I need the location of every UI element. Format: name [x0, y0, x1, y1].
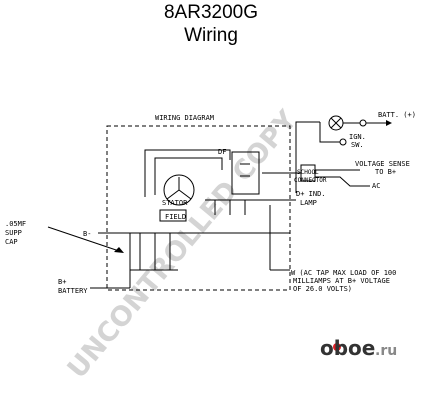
batt-arrowhead	[386, 120, 392, 126]
batt-lead	[295, 121, 320, 193]
stator-winding	[178, 189, 192, 200]
label-voltage-sense-1: VOLTAGE SENSE	[355, 160, 410, 168]
field-box	[159, 209, 187, 222]
label-ac: AC	[372, 182, 380, 190]
watermark-text: UNCONTROLLED COPY	[62, 105, 304, 385]
ign-terminal	[339, 138, 347, 146]
logo-brand: oboe	[320, 336, 375, 360]
label-cap-2: SUPP	[5, 229, 22, 237]
lamp-x	[330, 117, 342, 129]
logo-dot	[333, 343, 341, 351]
batt-terminal	[359, 119, 367, 127]
label-voltage-sense-2: TO B+	[375, 168, 396, 176]
label-field: FIELD	[165, 213, 186, 221]
label-df: DF	[218, 148, 226, 156]
label-w-tap-1: W (AC TAP MAX LOAD OF 100	[291, 269, 396, 277]
label-connector-2: CONNECTOR	[294, 177, 327, 184]
part-number: 8AR3200G	[163, 2, 258, 23]
df-loop-outer	[144, 149, 231, 197]
regulator-box	[231, 151, 260, 195]
label-ign-1: IGN.	[349, 133, 366, 141]
df-loop-inner	[154, 157, 223, 195]
label-lamp: LAMP	[300, 199, 317, 207]
ac-lead	[315, 176, 370, 187]
stator-winding	[166, 189, 180, 200]
label-stator: STATOR	[162, 199, 188, 207]
label-cap-1: .05MF	[5, 220, 26, 228]
label-w-tap-2: MILLIAMPS AT B+ VOLTAGE	[293, 277, 390, 285]
label-batt: BATT. (+)	[378, 111, 416, 119]
label-battery: BATTERY	[58, 287, 88, 295]
logo-tld: .ru	[375, 343, 397, 359]
ign-lead	[319, 122, 340, 143]
label-connector-1: SCHOOL	[297, 169, 319, 176]
label-w-tap-3: OF 26.0 VOLTS)	[293, 285, 352, 293]
wiring-diagram-heading: WIRING DIAGRAM	[155, 114, 214, 122]
alternator-housing-outline	[106, 125, 291, 291]
capacitor-pointer	[47, 226, 123, 253]
label-d-plus: D+ IND.	[296, 190, 326, 198]
diagram-subtitle: Wiring	[184, 25, 238, 46]
capacitor-pointer-arrowhead	[114, 247, 124, 253]
label-b-plus: B+	[58, 278, 66, 286]
label-ign-2: SW.	[351, 141, 364, 149]
stator-circle	[163, 174, 195, 206]
label-cap-3: CAP	[5, 238, 18, 246]
label-b-minus: B-	[83, 230, 91, 238]
